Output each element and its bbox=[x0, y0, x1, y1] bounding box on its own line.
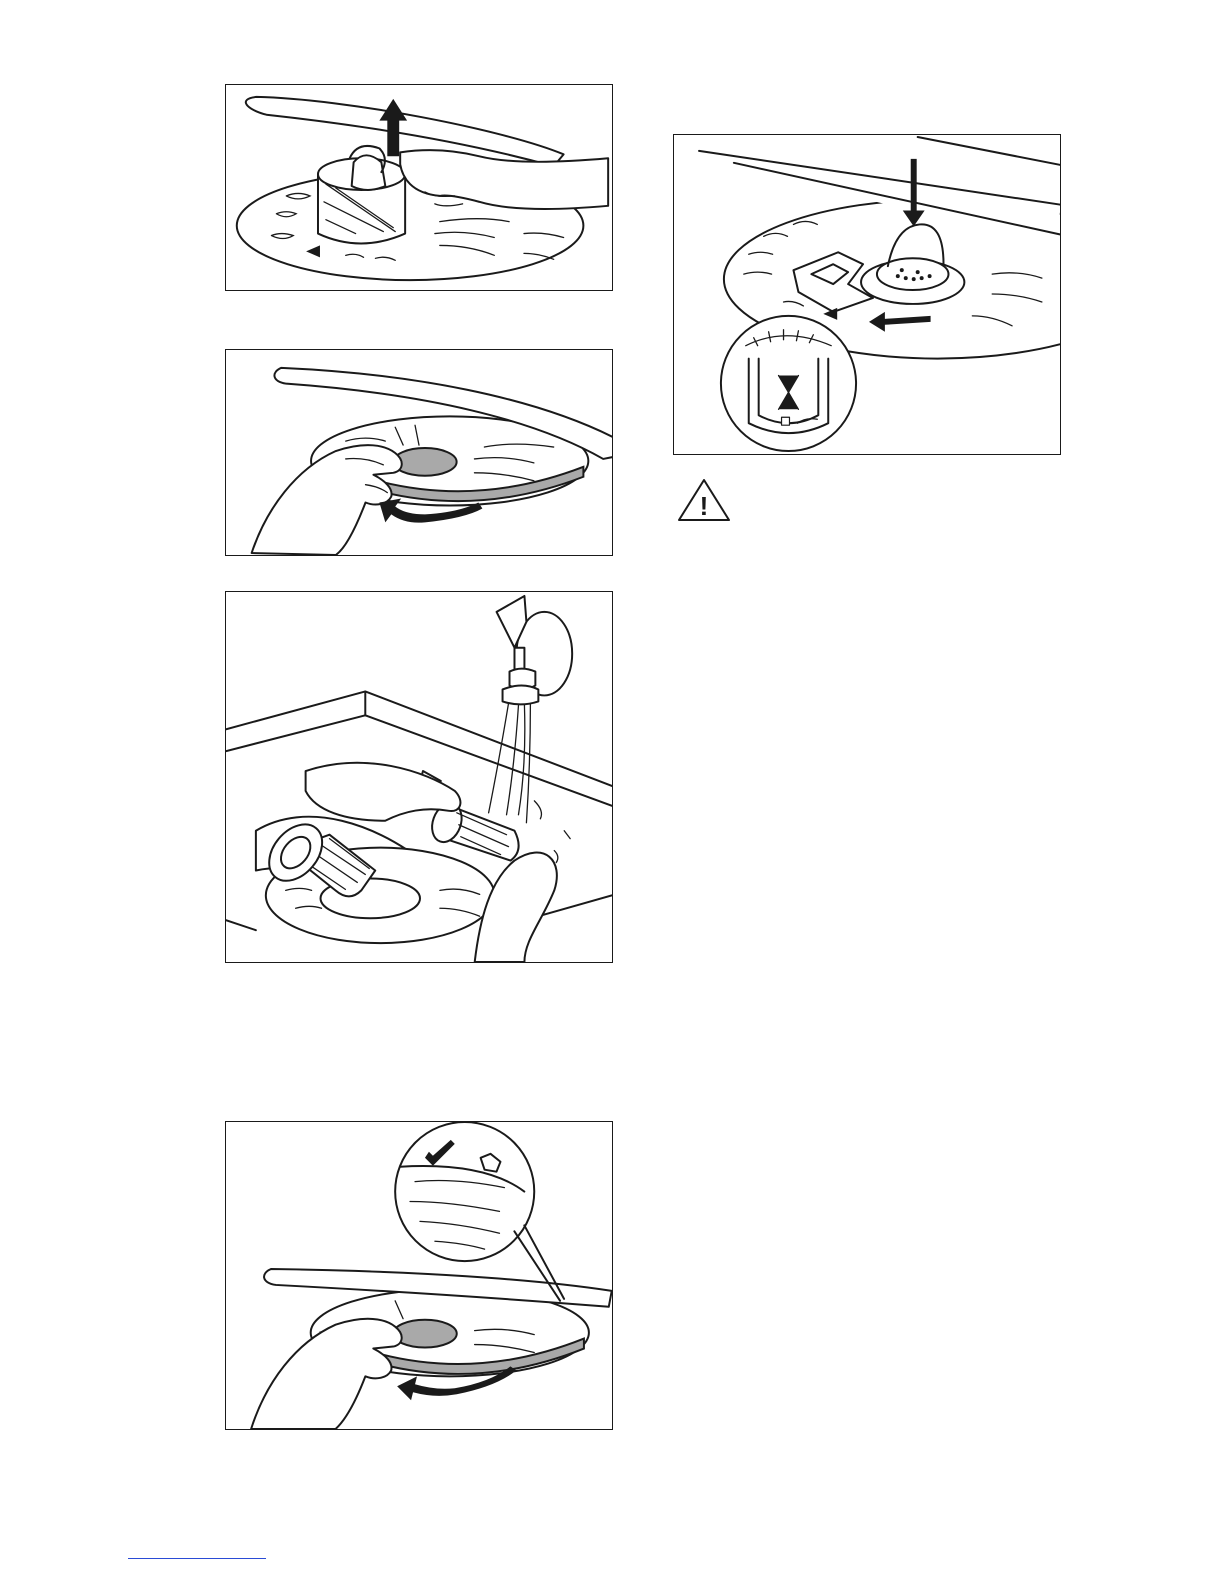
figure-filter-lift-out bbox=[225, 84, 613, 291]
warning-symbol: ! bbox=[700, 491, 709, 521]
flat-filter-refit-illustration bbox=[226, 1122, 612, 1429]
footer-rule bbox=[128, 1558, 266, 1559]
filter-lift-out-illustration bbox=[226, 85, 612, 290]
figure-flat-filter-remove bbox=[225, 349, 613, 556]
figure-flat-filter-refit bbox=[225, 1121, 613, 1430]
figure-filter-insert-lock bbox=[673, 134, 1061, 455]
filter-rinse-under-tap-illustration bbox=[226, 592, 612, 962]
figure-filter-rinse bbox=[225, 591, 613, 963]
warning-triangle-icon: ! bbox=[676, 477, 732, 523]
filter-insert-lock-illustration bbox=[674, 135, 1060, 454]
flat-filter-remove-illustration bbox=[226, 350, 612, 555]
